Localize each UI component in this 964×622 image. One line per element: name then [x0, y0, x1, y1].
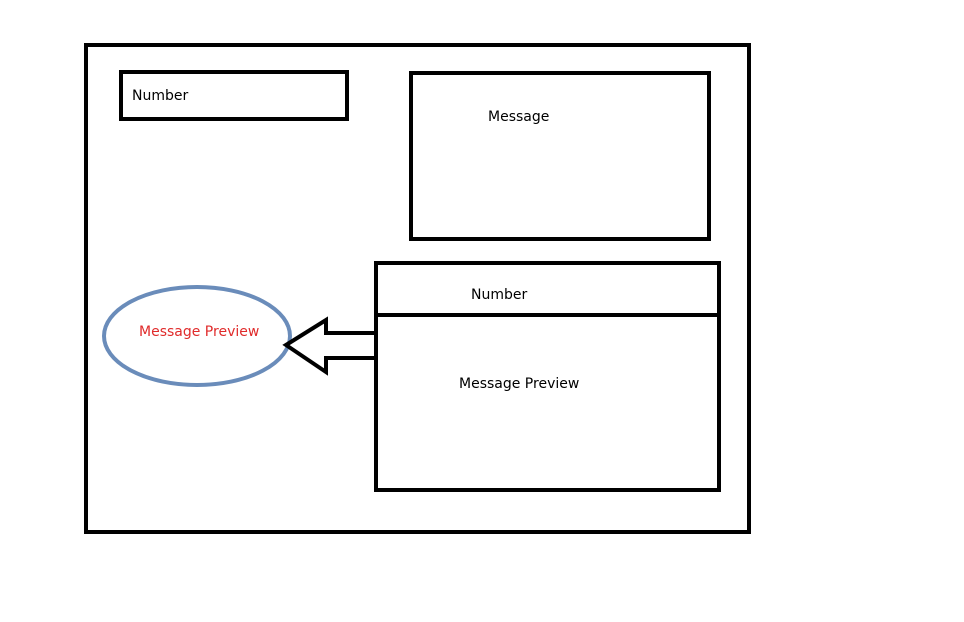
preview-header-label: Number [471, 287, 528, 303]
message-preview-panel: Number Message Preview [374, 261, 721, 492]
preview-header: Number [378, 265, 717, 317]
preview-body-label: Message Preview [459, 376, 580, 392]
number-field[interactable]: Number [119, 70, 349, 121]
message-field-label: Message [488, 109, 550, 125]
message-field[interactable]: Message [409, 71, 711, 241]
number-field-label: Number [132, 88, 189, 104]
main-frame [84, 43, 751, 534]
callout-ellipse [102, 285, 292, 387]
callout-label: Message Preview [139, 324, 260, 340]
left-arrow-icon [282, 316, 378, 376]
